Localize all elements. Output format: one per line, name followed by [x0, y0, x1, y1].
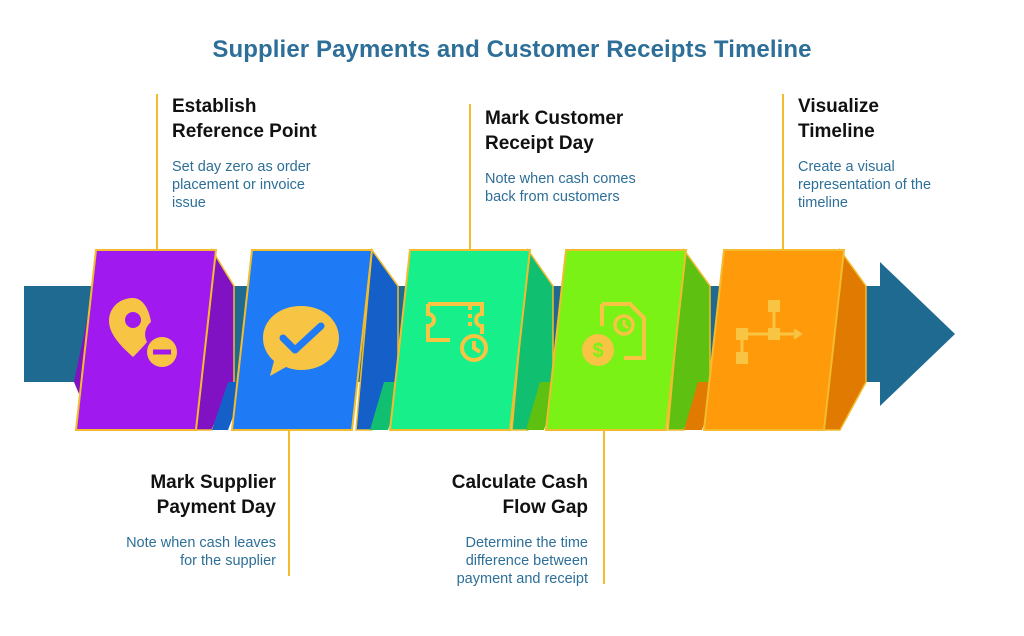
step-heading-line: Payment Day: [156, 497, 276, 518]
step-heading-line: Reference Point: [172, 121, 317, 142]
step-description: Note when cash comes back from customers: [485, 170, 685, 206]
step-2: Mark Supplier Payment Day Note when cash…: [76, 470, 276, 570]
step-description: Note when cash leaves for the supplier: [76, 534, 276, 570]
step-description: Determine the time difference between pa…: [388, 534, 588, 588]
dollar-document-clock-icon: $: [582, 302, 646, 366]
flowchart-icon: [736, 300, 803, 364]
step-heading-line: Visualize: [798, 96, 879, 117]
step-description: Create a visual representation of the ti…: [798, 158, 998, 212]
chat-checkmark-icon: [263, 306, 339, 376]
step-1: Establish Reference Point Set day zero a…: [172, 94, 372, 212]
step-description-line: placement or invoice: [172, 177, 305, 193]
step-heading: Visualize Timeline: [798, 94, 998, 144]
step-description-line: Set day zero as order: [172, 159, 311, 175]
connector-5: [782, 94, 784, 250]
step-heading-line: Mark Supplier: [150, 472, 276, 493]
step-description-line: difference between: [465, 553, 588, 569]
location-pin-minus-icon: [109, 298, 177, 367]
step-description-line: representation of the: [798, 177, 932, 193]
connector-4: [603, 430, 605, 584]
step-4: Calculate Cash Flow Gap Determine the ti…: [388, 470, 588, 588]
step-heading-line: Timeline: [798, 121, 875, 142]
step-heading-line: Mark Customer: [485, 108, 624, 129]
step-heading: Mark Supplier Payment Day: [76, 470, 276, 520]
connector-1: [156, 94, 158, 250]
diagram-title: Supplier Payments and Customer Receipts …: [212, 36, 812, 63]
step-description-line: payment and receipt: [456, 571, 588, 587]
step-heading-line: Receipt Day: [485, 133, 594, 154]
step-description-line: timeline: [798, 195, 848, 211]
step-description-line: Note when cash comes: [485, 171, 636, 187]
connector-2: [288, 430, 290, 576]
step-heading-line: Establish: [172, 96, 257, 117]
step-description-line: back from customers: [485, 189, 620, 205]
timeline-arrow-head: [851, 262, 955, 406]
connector-3: [469, 104, 471, 250]
step-panel-4: [544, 249, 688, 431]
step-3: Mark Customer Receipt Day Note when cash…: [485, 106, 685, 206]
step-panel-3: [388, 249, 532, 431]
step-description-line: for the supplier: [180, 553, 276, 569]
step-description-line: Determine the time: [465, 535, 589, 551]
step-5: Visualize Timeline Create a visual repre…: [798, 94, 998, 212]
step-heading: Establish Reference Point: [172, 94, 372, 144]
svg-text:$: $: [592, 340, 603, 362]
step-heading: Mark Customer Receipt Day: [485, 106, 685, 156]
ticket-clock-icon: [426, 302, 488, 362]
step-description-line: Note when cash leaves: [126, 535, 276, 551]
step-description: Set day zero as order placement or invoi…: [172, 158, 372, 212]
step-heading-line: Calculate Cash: [451, 472, 588, 493]
step-heading-line: Flow Gap: [502, 497, 589, 518]
step-heading: Calculate Cash Flow Gap: [388, 470, 588, 520]
step-description-line: issue: [172, 195, 206, 211]
step-description-line: Create a visual: [798, 159, 895, 175]
